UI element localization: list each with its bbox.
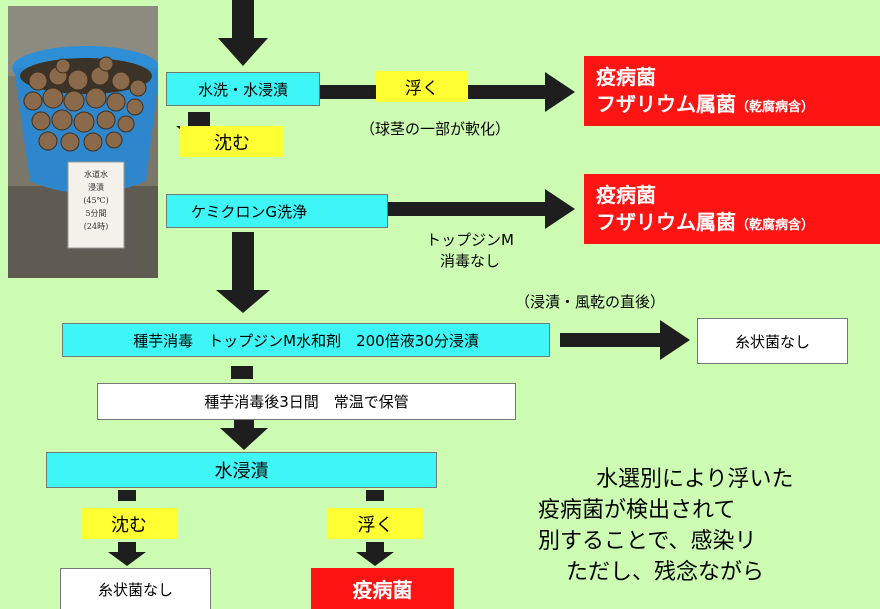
badge-sink-2-label: 沈む [111, 514, 147, 536]
photo-card-line: (24時) [83, 222, 109, 231]
result1-note: （乾腐病含） [736, 100, 815, 115]
step2-note-line1: トップジンM [426, 231, 514, 249]
step2-note: トップジンM 消毒なし [405, 230, 535, 272]
result-no-fungi-2: 糸状菌なし [60, 568, 211, 609]
badge-float-2: 浮く [328, 508, 423, 539]
step1-note: （球茎の一部が軟化） [359, 120, 510, 138]
explanation-line1: 水選別により浮いた [596, 467, 794, 492]
arrow-down-3 [216, 232, 270, 313]
result-phytophthora: 疫病菌 [311, 568, 454, 609]
arrow-down-4 [231, 366, 253, 379]
step-storage: 種芋消毒後3日間 常温で保管 [97, 383, 516, 420]
arrow-right-2 [388, 189, 575, 229]
result1-line2: フザリウム属菌（乾腐病含） [596, 91, 868, 121]
arrow-down-1 [218, 0, 268, 66]
result1-fusarium: フザリウム属菌 [596, 92, 736, 116]
step-chemicron-label: ケミクロンG洗浄 [191, 202, 308, 221]
tuber-bucket-photo: 水道水 浸漬 (45℃) 5分間 (24時) [8, 6, 158, 278]
badge-sink-1-label: 沈む [214, 132, 250, 154]
bucket-photo-image [8, 6, 158, 278]
badge-float-1: 浮く [376, 71, 468, 102]
step-wash-soak: 水洗・水浸漬 [166, 72, 320, 106]
result-no-fungi-1-label: 糸状菌なし [734, 332, 810, 351]
result2-line2: フザリウム属菌（乾腐病含） [596, 209, 868, 239]
step-seed-disinfection: 種芋消毒 トップジンM水和剤 200倍液30分浸漬 [62, 323, 550, 357]
arrow-down-5 [220, 420, 268, 450]
step-seed-disinfection-label: 種芋消毒 トップジンM水和剤 200倍液30分浸漬 [133, 331, 479, 350]
result2-note: （乾腐病含） [736, 218, 815, 233]
result2-line1: 疫病菌 [596, 183, 656, 207]
arrow-down-6 [118, 490, 136, 501]
photo-card-line: (45℃) [83, 196, 109, 205]
photo-card-line: 水道水 [84, 170, 108, 179]
step-wash-soak-label: 水洗・水浸漬 [197, 80, 288, 99]
result-no-fungi-1: 糸状菌なし [697, 318, 848, 364]
result-phytophthora-label: 疫病菌 [352, 578, 413, 602]
step-water-soak-label: 水浸漬 [214, 461, 269, 482]
step-water-soak: 水浸漬 [46, 452, 437, 488]
photo-card-line: 5分間 [85, 209, 107, 218]
step-storage-label: 種芋消毒後3日間 常温で保管 [204, 393, 409, 411]
explanation-line2: 疫病菌が検出されて [538, 498, 736, 523]
arrow-down-6b [108, 542, 146, 566]
result2-fusarium: フザリウム属菌 [596, 210, 736, 234]
step3-note: （浸漬・風乾の直後） [514, 293, 665, 311]
result-pathogens-1: 疫病菌 フザリウム属菌（乾腐病含） [584, 56, 880, 126]
photo-card-text: 水道水 浸漬 (45℃) 5分間 (24時) [68, 168, 124, 233]
arrow-right-3 [560, 320, 690, 360]
arrow-down-7b [356, 542, 394, 566]
arrow-down-7 [366, 490, 384, 501]
badge-sink-2: 沈む [81, 508, 177, 539]
badge-sink-1: 沈む [180, 126, 284, 157]
explanation-text: 水選別により浮いた 疫病菌が検出されて 別することで、感染リ ただし、残念ながら [538, 464, 880, 588]
badge-float-1-label: 浮く [405, 79, 439, 99]
badge-float-2-label: 浮く [357, 514, 394, 536]
result1-line1: 疫病菌 [596, 65, 656, 89]
step-chemicron-wash: ケミクロンG洗浄 [166, 194, 388, 228]
result-pathogens-2: 疫病菌 フザリウム属菌（乾腐病含） [584, 174, 880, 244]
explanation-line4: ただし、残念ながら [566, 560, 765, 585]
step2-note-line2: 消毒なし [439, 252, 500, 270]
photo-card-line: 浸漬 [88, 183, 104, 192]
result-no-fungi-2-label: 糸状菌なし [97, 580, 173, 599]
explanation-line3: 別することで、感染リ [538, 529, 757, 554]
